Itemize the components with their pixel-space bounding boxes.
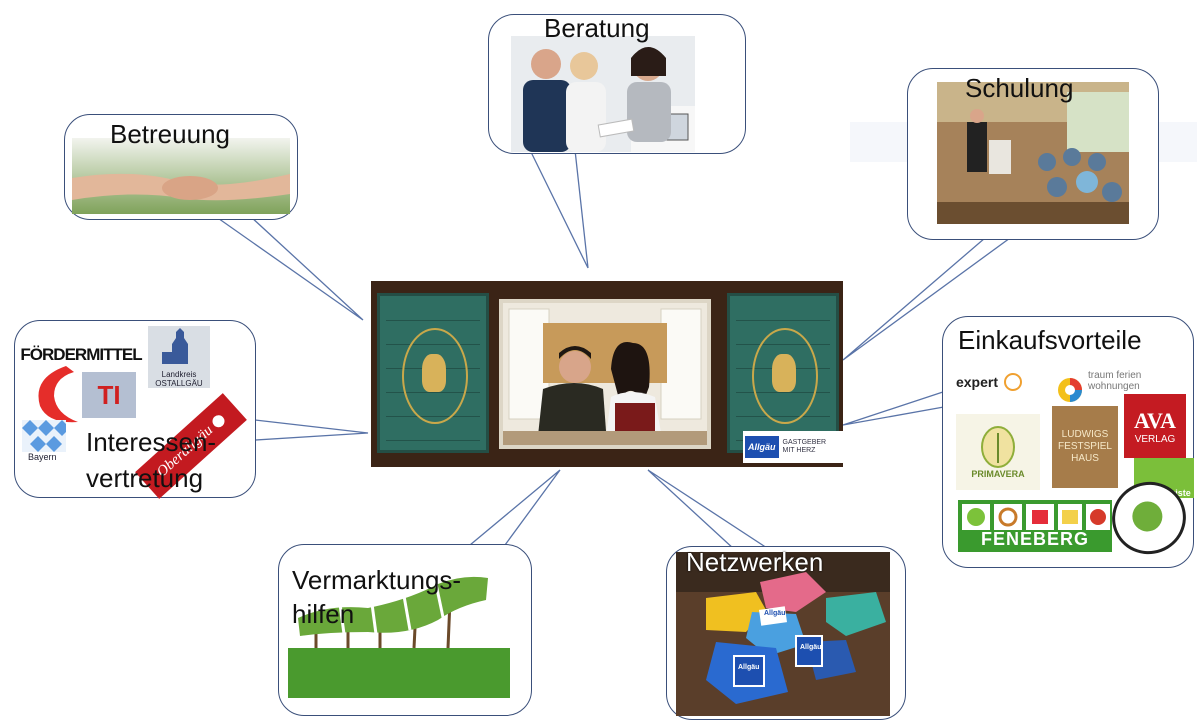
tree-growth-illustration [288,570,510,698]
left-shutter [377,293,489,453]
logo-foerdermittel: FÖRDERMITTEL [20,344,142,366]
expert-text: expert [955,374,999,390]
couple-in-window-illustration [503,303,707,445]
netzwerken-tail [647,469,773,551]
betreuung-tail [212,215,364,321]
einkauf-tail [842,387,956,426]
verlag-text: VERLAG [1134,433,1176,445]
logo-feneberg: FENEBERG [958,500,1112,552]
gastgeber-text: GASTGEBER MIT HERZ [782,439,827,454]
logo-ava-verlag: AVA VERLAG [1124,394,1186,458]
shutter-ornament-icon [402,328,468,424]
logo-expert: expert [944,368,1034,396]
round-badge-leaf-icon [1128,497,1167,536]
holding-hands-illustration [72,138,290,214]
label-vermarktungs: Vermarktungs- [292,565,462,595]
beratung-photo [511,36,695,152]
beratung-tail [528,149,589,269]
betreuung-photo [72,138,290,214]
allgaeu-badge: Allgäu GASTGEBER MIT HERZ [743,431,843,463]
primavera-text: PRIMAVERA [971,469,1025,479]
label-interessen: Interessen- [86,427,217,457]
label-netzwerken: Netzwerken [686,547,824,577]
bavaria-lozenge-icon [22,420,66,452]
label-hilfen: hilfen [292,599,355,629]
traum-colorwheel-icon [1058,378,1082,402]
landkreis-text: Landkreis OSTALLGÄU [155,370,203,388]
ava-text: AVA [1134,407,1176,433]
label-beratung: Beratung [544,13,650,43]
logo-landkreis-ostallgaeu: Landkreis OSTALLGÄU [148,326,210,388]
allgaeu-brand-text: Allgäu [745,436,779,458]
seminar-illustration [937,82,1129,224]
puzzle-label: Allgäu [738,664,760,671]
logo-primavera: PRIMAVERA [956,414,1040,490]
puzzle-network-illustration [676,552,890,716]
window-opening [499,299,711,449]
castle-icon [162,328,188,364]
interessen-tail [254,419,369,441]
logo-traum-ferienwohnungen: traum ferien wohnungen [1052,368,1152,408]
puzzle-label: Allgäu [800,644,822,651]
traum-text: traum ferien wohnungen [1088,370,1142,392]
center-window-photo: Allgäu GASTGEBER MIT HERZ [371,281,843,467]
schulung-photo [937,82,1129,224]
feneberg-products-icon [962,504,1110,530]
label-einkaufsvorteile: Einkaufsvorteile [958,325,1142,355]
right-shutter [727,293,839,453]
netzwerken-photo: Allgäu Allgäu Allgäu [676,552,890,716]
bayern-text: Bayern [28,452,57,462]
festspielhaus-text: LUDWIGS FESTSPIEL HAUS [1058,429,1112,464]
puzzle-label: Allgäu [764,610,786,617]
label-vertretung: vertretung [86,463,204,493]
shutter-ornament-icon [752,328,818,424]
logo-ti: TI [82,372,136,418]
vermarktung-tail [468,469,561,546]
foerdermittel-text: FÖRDERMITTEL [20,345,142,364]
vase-icon [422,354,446,392]
vase-icon [772,354,796,392]
consultation-illustration [511,36,695,152]
red-swoosh-logo [38,366,78,423]
logo-festspielhaus: LUDWIGS FESTSPIEL HAUS [1052,406,1118,488]
feneberg-text: FENEBERG [980,529,1089,549]
ti-text: TI [97,379,121,410]
primavera-leaf-icon [981,426,1015,468]
vermarktung-photo [288,570,510,698]
expert-symbol-icon [1004,373,1023,391]
label-betreuung: Betreuung [110,119,230,149]
label-schulung: Schulung [965,73,1074,103]
logo-bayern: Bayern [22,420,66,466]
